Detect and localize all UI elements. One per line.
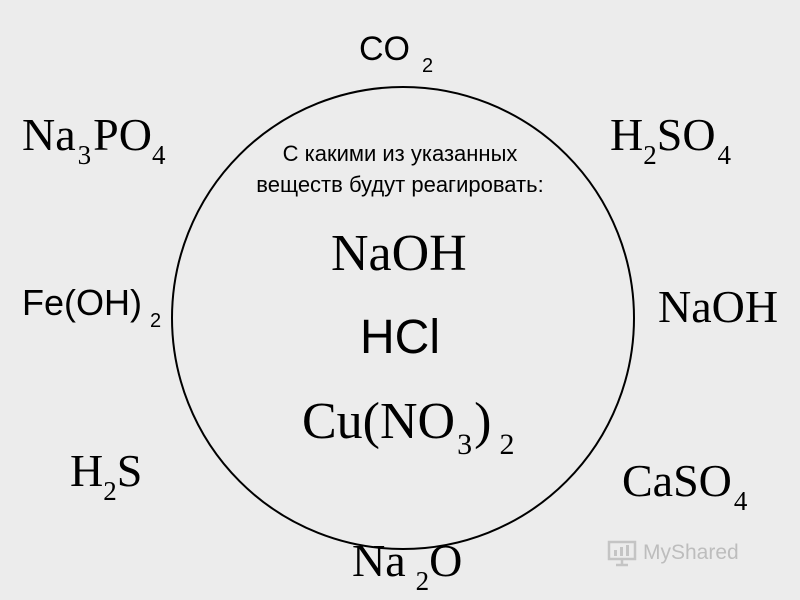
reagent-hcl-text: HCl: [360, 311, 440, 364]
h2so4-sub-4: 4: [717, 140, 732, 170]
reagent-hcl: HCl: [360, 314, 440, 362]
feoh2-sub-2: 2: [150, 310, 162, 332]
naoh-text: NaOH: [658, 281, 779, 332]
question-line-1: С какими из указанных: [282, 141, 518, 166]
na2o-sub-2: 2: [415, 566, 430, 596]
watermark-text: MyShared: [643, 541, 739, 564]
h2s-sub-2: 2: [103, 476, 117, 506]
substance-h2so4: H2SO4: [610, 109, 731, 169]
h2so4-so: SO: [656, 109, 716, 160]
substance-naoh: NaOH: [658, 284, 778, 330]
substance-na3po4: Na3PO4: [22, 109, 165, 169]
na2o-na: Na: [352, 535, 406, 586]
substance-h2s: H2S: [70, 445, 143, 505]
reagent-cu-nitrate: Cu(NO3)2: [302, 393, 514, 460]
na3po4-na: Na: [22, 109, 76, 160]
reagent-naoh: NaOH: [331, 228, 467, 280]
cu-nitrate-main: Cu(NO: [302, 393, 456, 450]
watermark: MyShared: [607, 536, 739, 570]
h2so4-h: H: [610, 109, 644, 160]
na3po4-po: PO: [93, 109, 152, 160]
co2-text: CO: [359, 30, 410, 68]
reagent-naoh-text: NaOH: [331, 225, 467, 282]
substance-caso4: CaSO4: [622, 455, 747, 515]
question-line-2: веществ будут реагировать:: [256, 172, 544, 197]
substance-feoh2: Fe(OH) 2: [22, 282, 161, 332]
substance-na2o: Na 2O: [352, 535, 463, 595]
na3po4-sub-4: 4: [151, 140, 166, 170]
h2s-s: S: [116, 445, 143, 496]
h2s-h: H: [70, 445, 104, 496]
cu-nitrate-sub-2: 2: [499, 428, 515, 461]
cu-nitrate-close: ): [474, 393, 492, 450]
substance-co2: CO 2: [359, 30, 433, 76]
presentation-board-icon: [607, 540, 637, 567]
caso4-sub-4: 4: [733, 486, 748, 516]
na3po4-sub-3: 3: [77, 140, 92, 170]
feoh2-text: Fe(OH): [22, 282, 142, 323]
question-text: С какими из указанных веществ будут реаг…: [200, 138, 600, 200]
h2so4-sub-2: 2: [643, 140, 657, 170]
caso4-text: CaSO: [622, 455, 732, 506]
co2-sub: 2: [422, 55, 434, 77]
na2o-o: O: [429, 535, 463, 586]
cu-nitrate-sub-3: 3: [457, 428, 473, 461]
central-circle: [171, 86, 635, 550]
